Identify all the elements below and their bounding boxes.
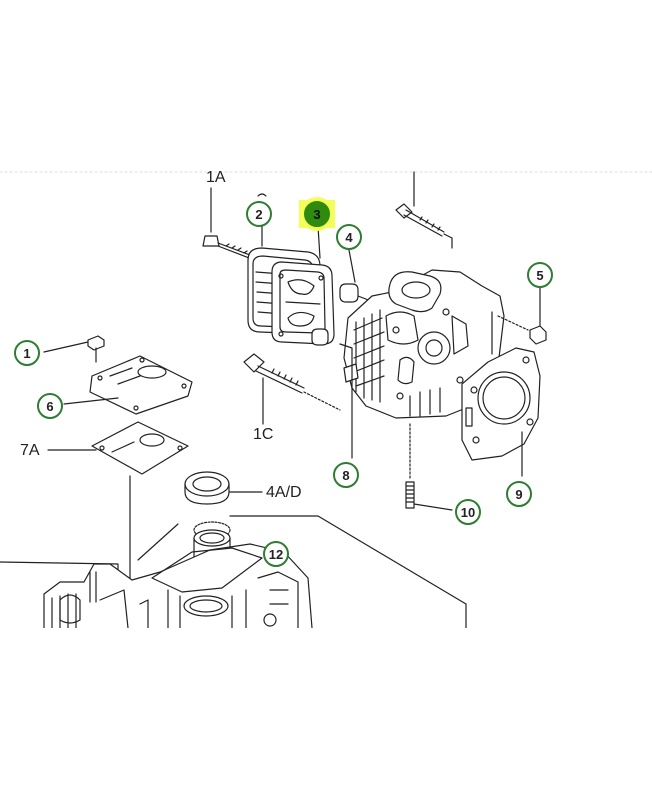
- engine-block: [0, 515, 467, 629]
- callout-9[interactable]: 9: [506, 481, 532, 507]
- callout-1[interactable]: 1: [14, 340, 40, 366]
- part-8-leader: [339, 343, 353, 459]
- stud-10: [405, 423, 453, 511]
- callout-12[interactable]: 12: [263, 541, 289, 567]
- callout-2[interactable]: 2: [246, 201, 272, 227]
- dowel-pin-5: [497, 287, 547, 345]
- callout-5[interactable]: 5: [527, 262, 553, 288]
- bolt-1: [43, 335, 105, 363]
- label-1a: 1A: [206, 169, 226, 186]
- label-4a-d: 4A/D: [266, 484, 302, 501]
- callout-3[interactable]: 3: [304, 201, 330, 227]
- head-cover-gasket-3: [271, 225, 335, 345]
- cylinder-head: [343, 269, 505, 419]
- bushing-12: [193, 521, 265, 567]
- label-1c: 1C: [253, 426, 274, 443]
- bolt-1a: [202, 187, 259, 262]
- callout-8[interactable]: 8: [333, 462, 359, 488]
- head-gasket-9: [461, 311, 541, 477]
- callout-10[interactable]: 10: [455, 499, 481, 525]
- seal-4a-d: [184, 471, 263, 505]
- callout-6[interactable]: 6: [37, 393, 63, 419]
- callout-4[interactable]: 4: [336, 224, 362, 250]
- head-bolt-top: [395, 171, 453, 249]
- cover-plate-6: [63, 355, 193, 415]
- bolt-1c: [243, 353, 341, 425]
- label-7a: 7A: [20, 442, 40, 459]
